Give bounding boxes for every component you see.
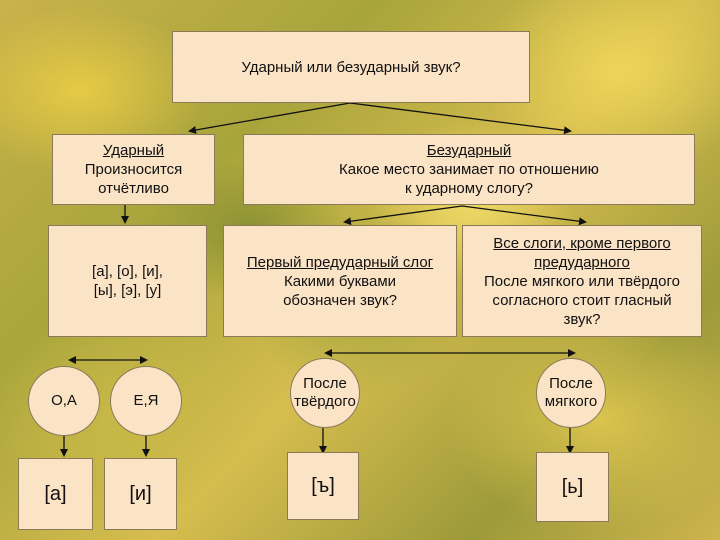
other-syllables-title-1: Все слоги, кроме первого xyxy=(493,234,671,252)
root-question-box: Ударный или безударный звук? xyxy=(172,31,530,103)
stressed-sounds-line-2: [ы], [э], [у] xyxy=(93,282,162,299)
unstressed-title: Безударный xyxy=(426,142,512,159)
circle-eya-text: Е,Я xyxy=(133,392,159,409)
result-hard-box: [ъ] xyxy=(287,452,359,520)
root-question-text: Ударный или безударный звук? xyxy=(241,58,461,76)
circle-oa: О,А xyxy=(28,366,100,436)
unstressed-line-2: к ударному слогу? xyxy=(404,180,534,197)
after-soft-line-2: мягкого xyxy=(544,393,598,410)
other-syllables-title-2: предударного xyxy=(534,253,630,271)
result-soft-text: [ь] xyxy=(561,475,584,498)
other-syllables-box: Все слоги, кроме первого предударного По… xyxy=(462,225,702,337)
unstressed-box: Безударный Какое место занимает по отнош… xyxy=(243,134,695,205)
result-a-box: [а] xyxy=(18,458,93,530)
first-pretonic-title: Первый предударный слог xyxy=(246,253,434,271)
circle-eya: Е,Я xyxy=(110,366,182,436)
first-pretonic-line-1: Какими буквами xyxy=(283,272,397,290)
stressed-line-1: Произносится xyxy=(84,161,183,178)
stressed-sounds-line-1: [а], [о], [и], xyxy=(92,263,163,280)
result-i-box: [и] xyxy=(104,458,177,530)
other-syllables-line-3: звук? xyxy=(563,310,601,328)
circle-oa-text: О,А xyxy=(51,392,77,409)
result-a-text: [а] xyxy=(44,482,67,505)
result-i-text: [и] xyxy=(129,482,152,505)
other-syllables-line-1: После мягкого или твёрдого xyxy=(484,272,680,290)
stressed-title: Ударный xyxy=(102,142,165,159)
stressed-line-2: отчётливо xyxy=(98,180,169,197)
result-hard-text: [ъ] xyxy=(311,474,335,497)
circle-after-soft: После мягкого xyxy=(536,358,606,428)
first-pretonic-line-2: обозначен звук? xyxy=(283,291,397,309)
unstressed-line-1: Какое место занимает по отношению xyxy=(339,161,599,178)
result-soft-box: [ь] xyxy=(536,452,609,522)
after-soft-line-1: После xyxy=(549,375,593,392)
after-hard-line-1: После xyxy=(303,375,347,392)
stressed-sounds-box: [а], [о], [и], [ы], [э], [у] xyxy=(48,225,207,337)
after-hard-line-2: твёрдого xyxy=(294,393,356,410)
other-syllables-line-2: согласного стоит гласный xyxy=(492,291,672,309)
stressed-box: Ударный Произносится отчётливо xyxy=(52,134,215,205)
first-pretonic-box: Первый предударный слог Какими буквами о… xyxy=(223,225,457,337)
circle-after-hard: После твёрдого xyxy=(290,358,360,428)
